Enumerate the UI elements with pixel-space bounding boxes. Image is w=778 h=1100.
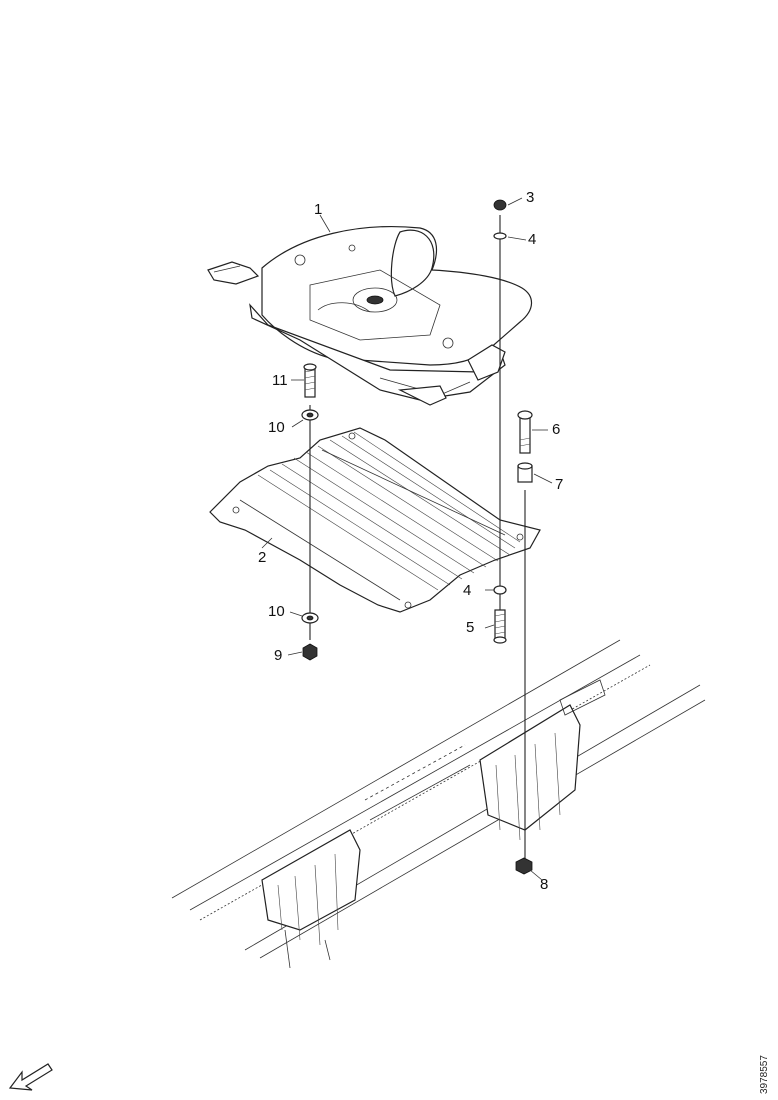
callout-5: 5 (466, 619, 474, 636)
leader-lines (261, 197, 553, 881)
callout-1: 1 (314, 201, 322, 218)
callout-4-top: 4 (528, 231, 536, 248)
chassis-frame (171, 639, 706, 969)
bolt-11 (303, 363, 317, 398)
callout-3: 3 (526, 189, 534, 206)
callout-8: 8 (540, 876, 548, 893)
nut-8 (515, 857, 533, 875)
washer-4-top (493, 232, 507, 240)
washer-4-bottom (493, 585, 507, 595)
callout-2: 2 (258, 549, 266, 566)
callout-4-bottom: 4 (463, 582, 471, 599)
callout-labels: 1 2 3 4 4 5 6 7 8 9 10 10 11 (258, 189, 563, 893)
callout-11: 11 (272, 372, 288, 389)
assembly-axis-lines (309, 215, 526, 870)
callout-10-top: 10 (268, 419, 285, 436)
callout-6: 6 (552, 421, 560, 438)
callout-7: 7 (555, 476, 563, 493)
mounting-plate (209, 427, 541, 613)
spacer-7 (517, 462, 533, 483)
fasteners (301, 199, 533, 875)
callout-10-bottom: 10 (268, 603, 285, 620)
bolt-6 (517, 410, 533, 454)
front-direction-arrow-icon (8, 1063, 53, 1091)
reference-code: 3978557 (759, 1055, 770, 1094)
callout-9: 9 (274, 647, 282, 664)
nut-9 (302, 643, 318, 661)
fifth-wheel-coupling (207, 225, 533, 406)
nut-3 (493, 199, 507, 211)
bolt-5 (493, 609, 507, 644)
